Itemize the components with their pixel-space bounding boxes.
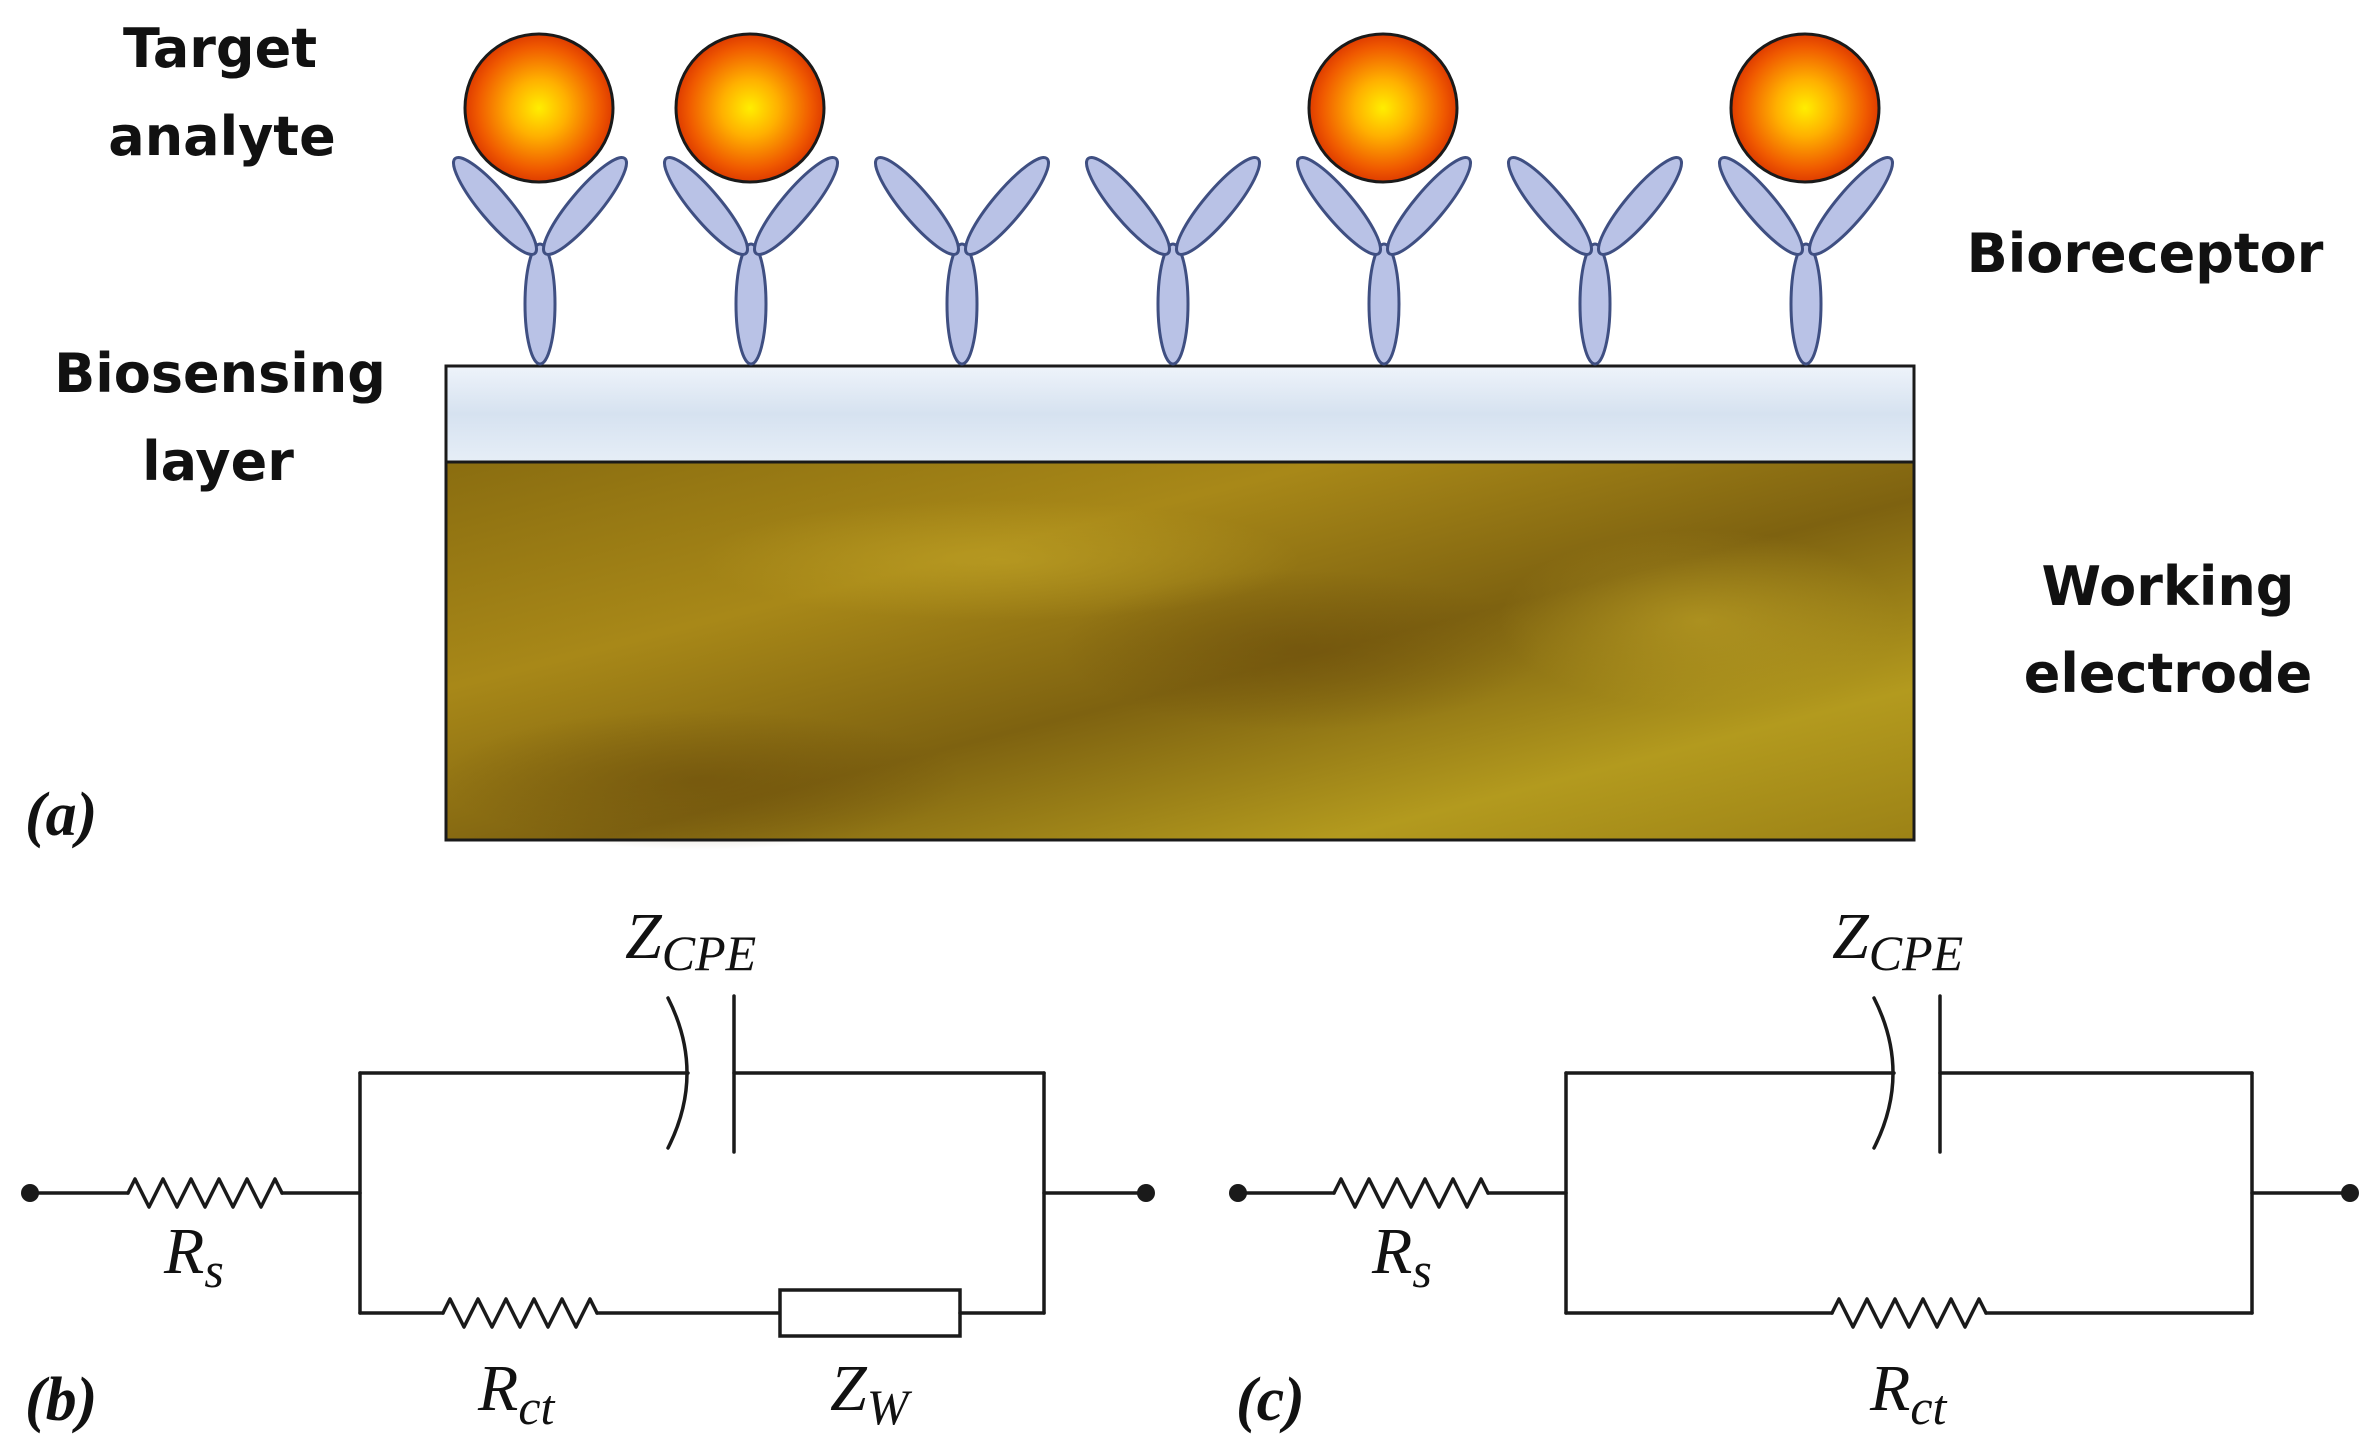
resistor-rs-b — [126, 1177, 284, 1209]
label-zcpe-c: ZCPE — [1832, 900, 1963, 981]
label-rct-c: Rct — [1869, 1352, 1948, 1435]
target-analyte-sphere — [674, 32, 826, 184]
label-rs-b: Rs — [163, 1215, 224, 1298]
panel-c-letter: (c) — [1236, 1366, 1305, 1434]
warburg-element-b — [778, 1288, 962, 1338]
resistor-rs-c — [1332, 1177, 1490, 1209]
panel-c-circuit: ZCPE Rs Rct (c) — [1229, 900, 2359, 1435]
target-analyte-label-line2: analyte — [108, 105, 335, 168]
panel-b-circuit: ZCPE Rs Rct ZW (b) — [21, 900, 1155, 1435]
bioreceptor-antibody — [1296, 156, 1472, 366]
cpe-element-c — [1872, 996, 1895, 1150]
bioreceptor-antibody — [874, 156, 1050, 366]
terminal-right-b — [1137, 1184, 1155, 1202]
label-rct-b: Rct — [477, 1352, 556, 1435]
label-rs-c: Rs — [1371, 1215, 1432, 1298]
label-zw-b: ZW — [830, 1352, 913, 1435]
biosensing-label-line2: layer — [142, 430, 294, 493]
bioreceptor-antibody — [1507, 156, 1683, 366]
working-electrode — [440, 460, 1916, 850]
cpe-element-b — [666, 996, 689, 1150]
target-analyte-sphere — [1307, 32, 1459, 184]
bioreceptor-antibody — [663, 156, 839, 366]
biosensing-label-line1: Biosensing — [54, 342, 386, 405]
target-analyte-label-line1: Target — [123, 17, 317, 80]
resistor-rct-c — [1830, 1297, 1988, 1329]
label-zcpe-b: ZCPE — [625, 900, 756, 981]
target-analyte-sphere — [463, 32, 615, 184]
working-electrode-label-line1: Working — [2042, 555, 2295, 618]
panel-a-letter: (a) — [25, 781, 97, 849]
panel-a: Target analyte Bioreceptor Biosensing la… — [25, 17, 2324, 850]
bioreceptor-antibody — [1085, 156, 1261, 366]
terminal-right-c — [2341, 1184, 2359, 1202]
working-electrode-label-line2: electrode — [2024, 642, 2313, 705]
bioreceptor-antibody — [1718, 156, 1894, 366]
target-analyte-sphere — [1729, 32, 1881, 184]
biosensing-layer — [444, 364, 1916, 464]
resistor-rct-b — [441, 1297, 599, 1329]
panel-b-letter: (b) — [25, 1366, 97, 1434]
receptor-group — [452, 32, 1894, 366]
bioreceptor-antibody — [452, 156, 628, 366]
bioreceptor-label: Bioreceptor — [1967, 222, 2324, 285]
